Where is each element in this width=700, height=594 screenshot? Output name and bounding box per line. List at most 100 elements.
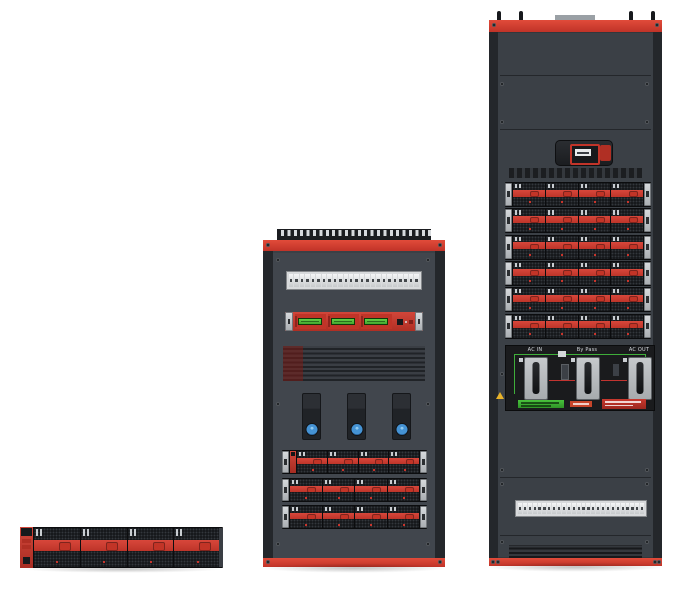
circuit-breaker[interactable]	[348, 274, 354, 287]
module-handle[interactable]	[530, 217, 540, 224]
circuit-breaker[interactable]	[343, 274, 348, 287]
circuit-breaker[interactable]	[596, 503, 601, 514]
module-handle[interactable]	[628, 270, 638, 276]
circuit-breaker[interactable]	[571, 503, 576, 514]
switch-handle[interactable]	[532, 362, 540, 395]
circuit-breaker[interactable]	[408, 274, 414, 287]
circuit-breaker[interactable]	[615, 503, 620, 514]
circuit-breaker[interactable]	[547, 503, 552, 514]
circuit-breaker[interactable]	[518, 503, 522, 514]
module-handle[interactable]	[404, 513, 414, 520]
module-handle[interactable]	[307, 486, 317, 493]
rotary-switch[interactable]	[628, 357, 652, 400]
circuit-breaker[interactable]	[620, 503, 625, 514]
module-handle[interactable]	[628, 217, 638, 224]
module-handle[interactable]	[372, 513, 382, 520]
module-handle[interactable]	[628, 191, 638, 198]
module-handle[interactable]	[307, 513, 317, 520]
circuit-breaker[interactable]	[537, 503, 542, 514]
circuit-breaker[interactable]	[576, 503, 581, 514]
switch-handle[interactable]	[636, 362, 644, 395]
status-led[interactable]	[405, 321, 407, 323]
module-handle[interactable]	[595, 296, 605, 303]
circuit-breaker[interactable]	[562, 503, 566, 514]
module-handle[interactable]	[339, 486, 349, 493]
circuit-breaker[interactable]	[522, 503, 527, 514]
circuit-breaker[interactable]	[305, 274, 310, 287]
module-handle[interactable]	[563, 191, 573, 198]
circuit-breaker[interactable]	[381, 274, 387, 287]
blue-connector-knob[interactable]	[306, 424, 317, 435]
module-handle[interactable]	[530, 270, 540, 276]
circuit-breaker[interactable]	[338, 274, 343, 287]
module-handle[interactable]	[628, 296, 638, 303]
display-screen[interactable]	[570, 144, 600, 165]
module-handle[interactable]	[595, 270, 605, 276]
module-handle[interactable]	[374, 458, 384, 465]
module-handle[interactable]	[405, 458, 415, 465]
module-handle[interactable]	[563, 296, 573, 303]
circuit-breaker[interactable]	[630, 503, 635, 514]
circuit-breaker[interactable]	[289, 274, 294, 287]
circuit-breaker[interactable]	[591, 503, 596, 514]
rotary-switch[interactable]	[524, 357, 548, 400]
rotary-switch[interactable]	[576, 357, 600, 400]
circuit-breaker[interactable]	[403, 274, 408, 287]
circuit-breaker[interactable]	[586, 503, 591, 514]
circuit-breaker[interactable]	[640, 503, 645, 514]
module-handle[interactable]	[105, 541, 118, 551]
module-handle[interactable]	[563, 322, 573, 329]
blue-connector-knob[interactable]	[396, 424, 407, 435]
circuit-breaker[interactable]	[310, 274, 316, 287]
circuit-breaker[interactable]	[299, 274, 305, 287]
circuit-breaker[interactable]	[414, 274, 419, 287]
circuit-breaker[interactable]	[532, 503, 537, 514]
circuit-breaker[interactable]	[376, 274, 381, 287]
circuit-breaker[interactable]	[332, 274, 338, 287]
module-handle[interactable]	[595, 243, 605, 250]
circuit-breaker[interactable]	[365, 274, 370, 287]
module-handle[interactable]	[530, 243, 540, 250]
circuit-breaker[interactable]	[294, 274, 299, 287]
circuit-breaker[interactable]	[359, 274, 365, 287]
circuit-breaker[interactable]	[542, 503, 547, 514]
module-handle[interactable]	[595, 322, 605, 329]
circuit-breaker[interactable]	[610, 503, 615, 514]
module-handle[interactable]	[313, 458, 322, 465]
module-handle[interactable]	[372, 486, 382, 493]
circuit-breaker[interactable]	[606, 503, 610, 514]
module-handle[interactable]	[152, 541, 165, 551]
module-handle[interactable]	[530, 191, 540, 198]
circuit-breaker[interactable]	[387, 274, 392, 287]
circuit-breaker[interactable]	[370, 274, 376, 287]
circuit-breaker[interactable]	[557, 503, 562, 514]
module-handle[interactable]	[199, 541, 212, 551]
circuit-breaker[interactable]	[566, 503, 571, 514]
module-handle[interactable]	[563, 270, 573, 276]
reset-button[interactable]	[409, 320, 413, 324]
circuit-breaker[interactable]	[327, 274, 332, 287]
module-handle[interactable]	[595, 217, 605, 224]
circuit-breaker[interactable]	[581, 503, 586, 514]
circuit-breaker[interactable]	[552, 503, 557, 514]
module-handle[interactable]	[563, 243, 573, 250]
module-handle[interactable]	[59, 541, 72, 551]
circuit-breaker[interactable]	[392, 274, 398, 287]
module-handle[interactable]	[563, 217, 573, 224]
module-handle[interactable]	[595, 191, 605, 198]
module-handle[interactable]	[404, 486, 414, 493]
module-handle[interactable]	[628, 322, 638, 329]
circuit-breaker[interactable]	[316, 274, 321, 287]
circuit-breaker[interactable]	[321, 274, 327, 287]
module-handle[interactable]	[628, 243, 638, 250]
switch-handle[interactable]	[584, 362, 592, 395]
module-handle[interactable]	[530, 296, 540, 303]
circuit-breaker[interactable]	[398, 274, 403, 287]
module-handle[interactable]	[530, 322, 540, 329]
circuit-breaker[interactable]	[354, 274, 359, 287]
module-handle[interactable]	[339, 513, 349, 520]
circuit-breaker[interactable]	[601, 503, 606, 514]
blue-connector-knob[interactable]	[351, 424, 362, 435]
circuit-breaker[interactable]	[625, 503, 630, 514]
module-handle[interactable]	[344, 458, 353, 465]
